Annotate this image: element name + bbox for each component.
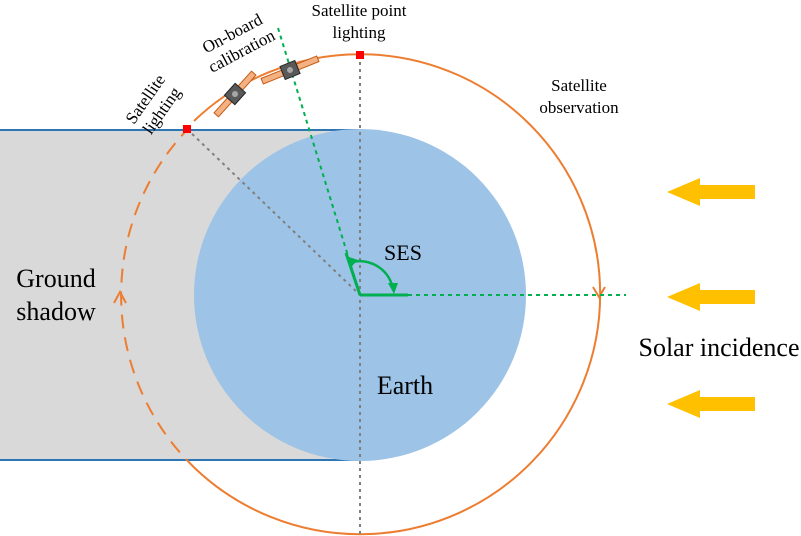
satellite-point-lighting-label-1: Satellite point [312, 1, 407, 20]
satellite-direction-line [277, 27, 361, 296]
satellite-observation-label-1: Satellite [551, 76, 607, 95]
left-arrow-icon [667, 390, 755, 418]
satellite-icon [260, 55, 320, 85]
orbit-direction-arrow-right [592, 286, 606, 299]
solar-incidence-label: Solar incidence [639, 333, 800, 362]
orbit-direction-arrow-left [113, 289, 127, 304]
satellite-observation-label-2: observation [539, 98, 619, 117]
satellite-point-lighting-label-2: lighting [333, 23, 386, 42]
ses-arrowhead-top [346, 256, 358, 268]
orbit-lit-arc [193, 53, 602, 536]
left-arrow-icon [667, 283, 755, 311]
satellite-point-lighting-marker [356, 51, 364, 59]
on-board-calibration-label: On-board calibration [199, 10, 279, 77]
ground-shadow-label-2: shadow [16, 297, 96, 326]
left-arrow-icon [667, 178, 755, 206]
satellite-lighting-marker [183, 125, 191, 133]
satellite-lighting-label: Satellite lighting [122, 71, 185, 138]
earth-label: Earth [377, 371, 433, 400]
satellite-icon [213, 70, 257, 118]
ses-arrowhead-right [388, 283, 398, 294]
ground-shadow-label-1: Ground [16, 264, 95, 293]
ses-label: SES [384, 240, 422, 265]
lighting-radial-line [186, 128, 361, 296]
orbit-shadow-arc [120, 129, 197, 470]
